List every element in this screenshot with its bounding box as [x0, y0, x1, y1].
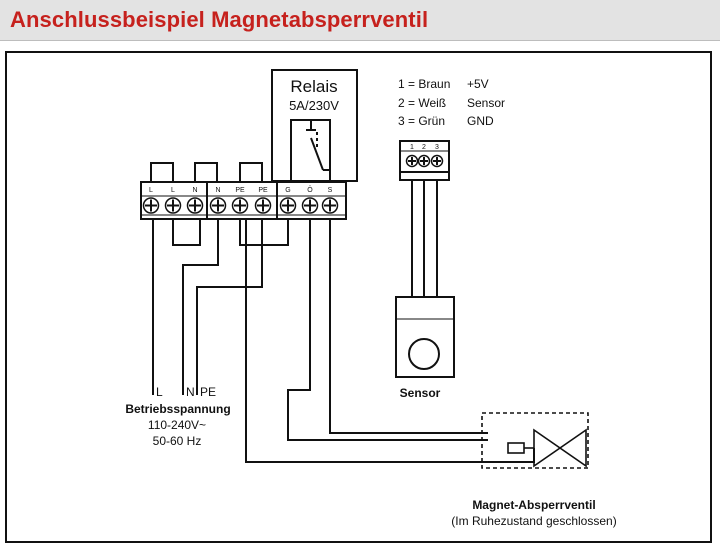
sensor-pin-screws — [405, 154, 444, 168]
header-bar: Anschlussbeispiel Magnetabsperrventil — [0, 0, 720, 41]
wire-n-supply — [182, 219, 219, 395]
screw-icon — [142, 197, 160, 214]
terminal-label: PE — [235, 187, 245, 194]
wire-valve-2 — [329, 219, 488, 434]
terminal-screws — [142, 197, 339, 214]
screw-icon — [279, 197, 297, 214]
valve-note: (Im Ruhezustand geschlossen) — [451, 514, 616, 528]
page-title: Anschlussbeispiel Magnetabsperrventil — [10, 7, 429, 32]
valve-symbol-icon — [533, 428, 587, 468]
terminal-label: L — [149, 187, 153, 194]
legend-key: 2 = Weiß — [398, 96, 446, 110]
sensor-pin-labels: 1 2 3 — [410, 144, 439, 151]
sensor-wire-legend: 1 = Braun +5V 2 = Weiß Sensor 3 = Grün G… — [398, 77, 505, 128]
jumper-n — [194, 162, 218, 182]
diagram-frame — [5, 51, 712, 543]
supply-wire-label: PE — [200, 385, 216, 399]
pin-label: 3 — [435, 144, 439, 151]
screw-icon — [405, 154, 419, 168]
supply-voltage: 110-240V~ — [148, 418, 206, 432]
supply-wire-label: N — [186, 385, 195, 399]
relay-rating: 5A/230V — [289, 98, 339, 113]
jumper-pe — [239, 162, 263, 182]
jumper-l — [150, 162, 174, 182]
valve-housing — [481, 412, 589, 469]
supply-label: Betriebsspannung — [125, 402, 230, 416]
wire-valve-3 — [245, 219, 535, 463]
pin-label: 1 — [410, 144, 414, 151]
screw-icon — [321, 197, 339, 214]
screw-icon — [301, 197, 319, 214]
sensor-label: Sensor — [400, 386, 441, 400]
terminal-label: N — [215, 187, 220, 194]
wire-valve-1 — [287, 219, 488, 441]
legend-value: GND — [467, 114, 494, 128]
valve-coil-icon — [507, 442, 525, 454]
supply-wire-label: L — [156, 385, 163, 399]
supply-wire-labels: L N PE — [156, 385, 216, 399]
relay-title: Relais — [290, 77, 337, 96]
terminal-label: G — [285, 187, 290, 194]
legend-value: Sensor — [467, 96, 505, 110]
screw-icon — [209, 197, 227, 214]
sensor-body — [395, 296, 455, 378]
wire-pe-bridge — [239, 219, 289, 246]
pin-label: 2 — [422, 144, 426, 151]
wire-pe-supply — [196, 219, 263, 395]
terminal-label: L — [171, 187, 175, 194]
terminal-label: S — [328, 187, 333, 194]
screw-icon — [430, 154, 444, 168]
screw-icon — [417, 154, 431, 168]
relay-contact-icon — [290, 119, 331, 181]
wire-l-bridge — [172, 219, 201, 246]
terminal-label: PE — [258, 187, 268, 194]
legend-key: 1 = Braun — [398, 77, 450, 91]
terminal-block — [140, 181, 347, 220]
screw-icon — [164, 197, 182, 214]
screw-icon — [186, 197, 204, 214]
supply-frequency: 50-60 Hz — [153, 434, 202, 448]
terminal-label: N — [192, 187, 197, 194]
terminal-labels: L L N N PE PE G Ö S — [149, 186, 333, 194]
legend-key: 3 = Grün — [398, 114, 445, 128]
terminal-label: Ö — [307, 186, 313, 194]
legend-value: +5V — [467, 77, 489, 91]
screw-icon — [254, 197, 272, 214]
sensor-icon — [408, 338, 440, 370]
screw-icon — [231, 197, 249, 214]
valve-label: Magnet-Absperrventil — [472, 498, 595, 512]
